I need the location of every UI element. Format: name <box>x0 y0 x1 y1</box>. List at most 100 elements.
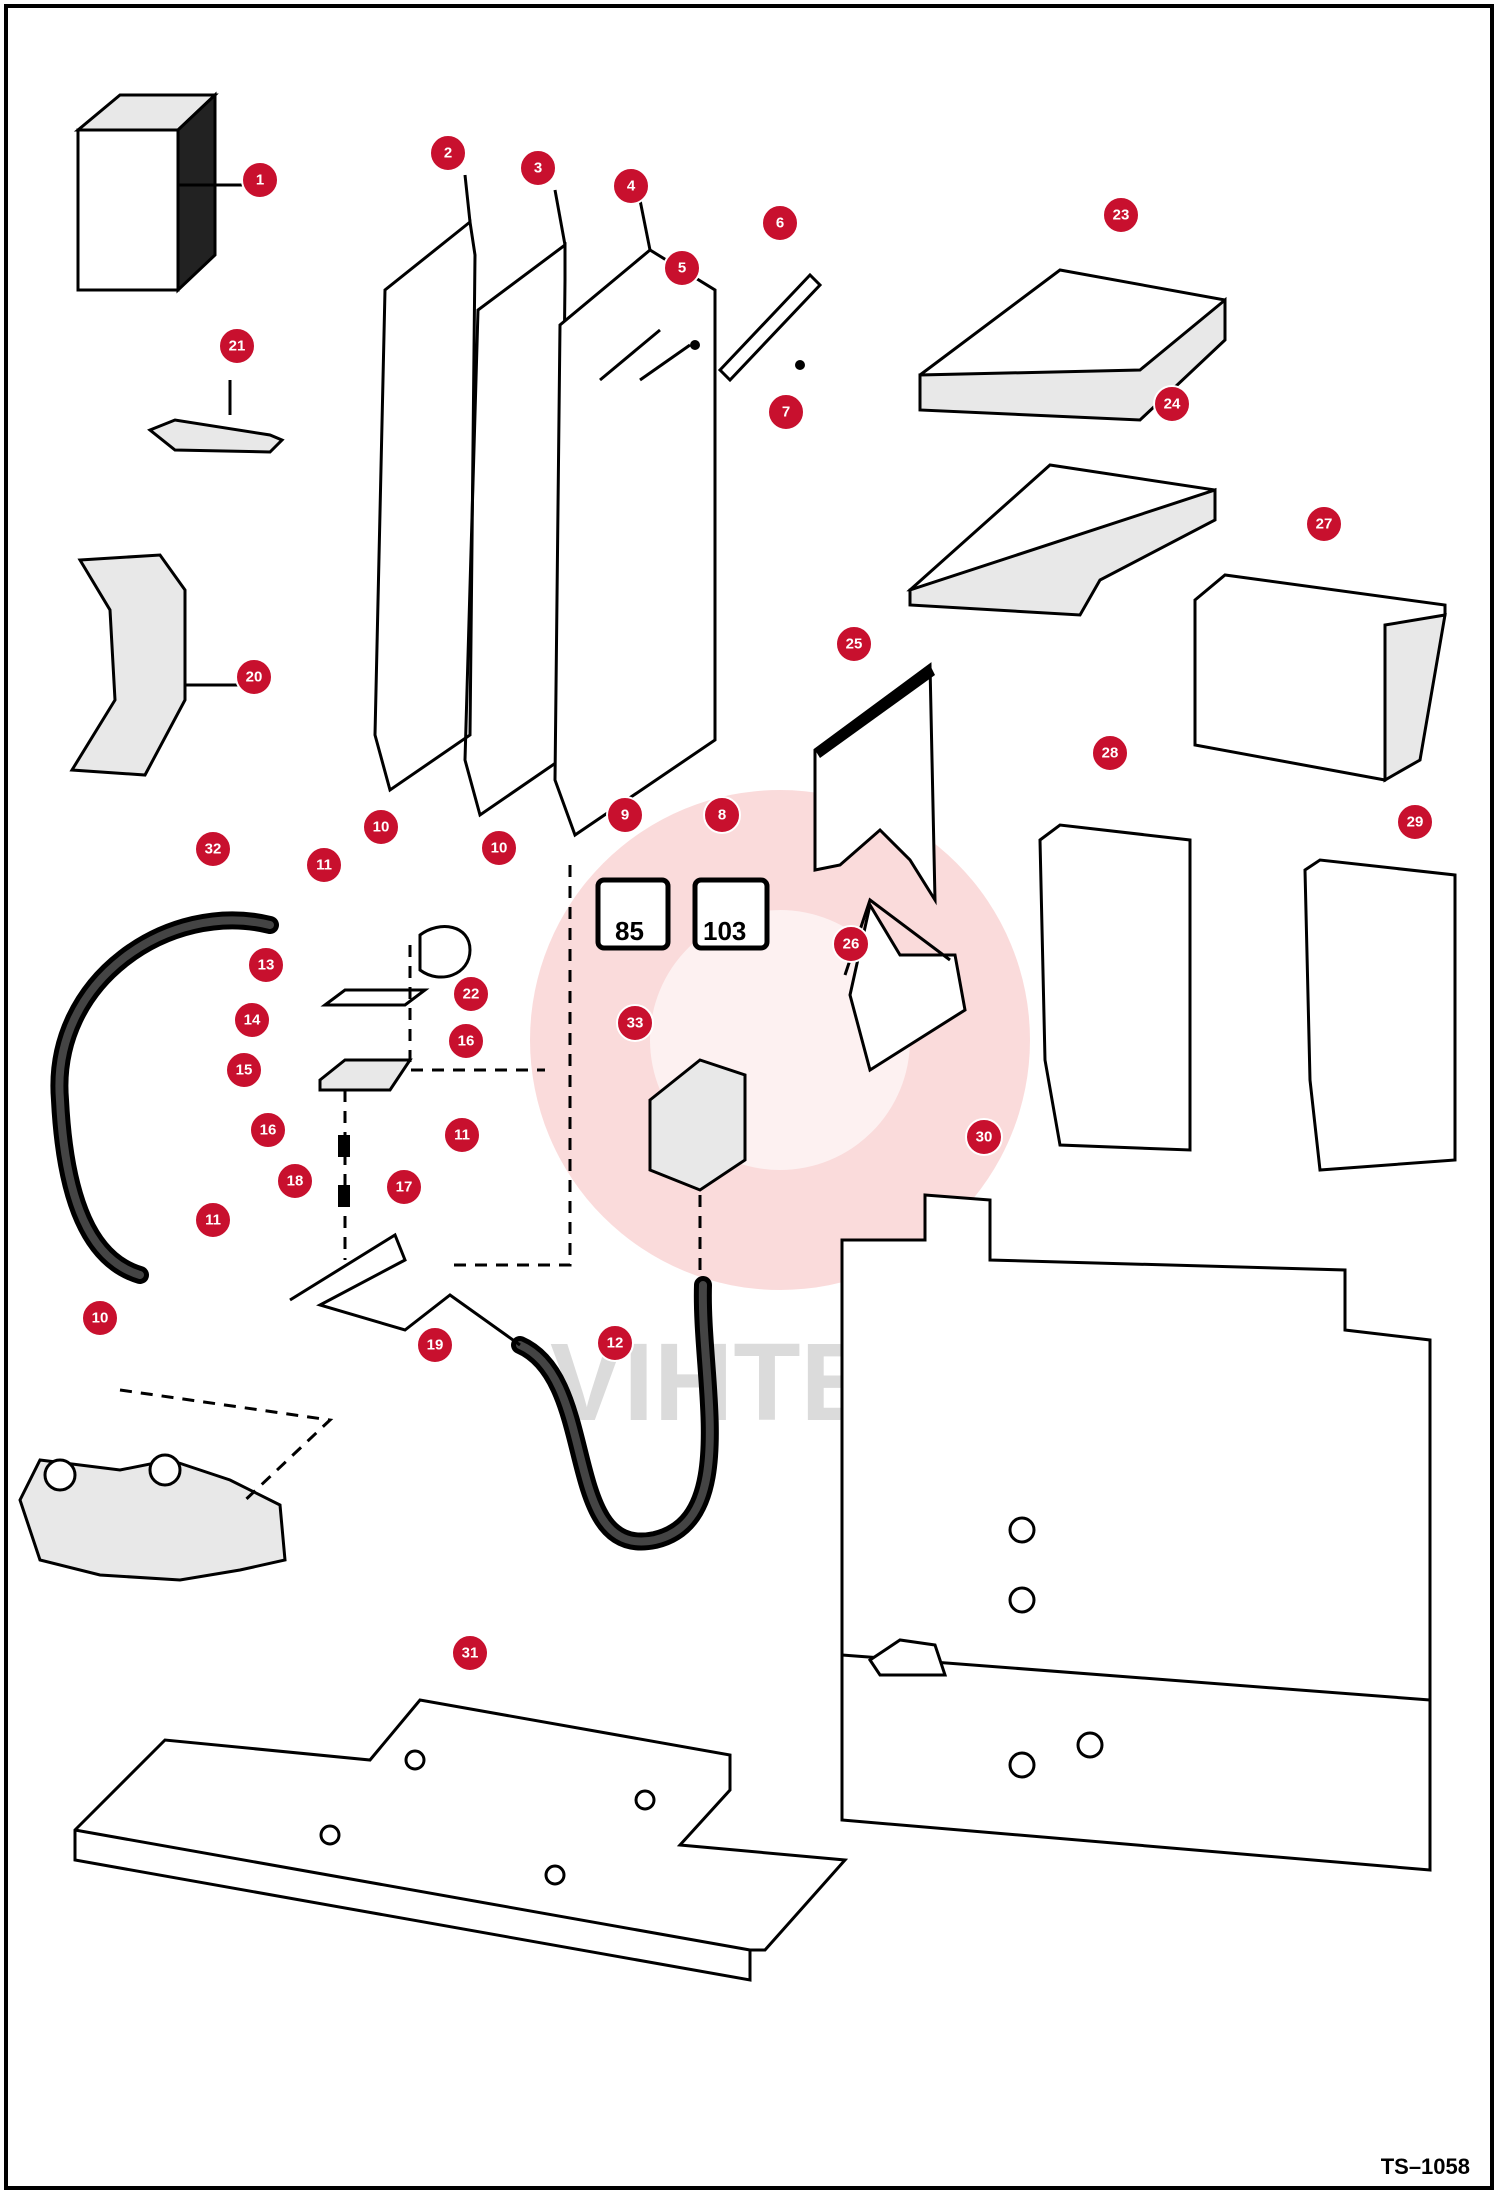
callout-3: 3 <box>519 149 557 187</box>
svg-text:5: 5 <box>678 260 686 277</box>
callout-28: 28 <box>1091 734 1129 772</box>
part-1-filter <box>73 91 245 294</box>
callout-30: 30 <box>965 1118 1003 1156</box>
svg-text:9: 9 <box>621 807 629 824</box>
callout-10-c: 10 <box>81 1299 119 1337</box>
svg-text:15: 15 <box>236 1062 253 1079</box>
part-29-panel <box>1303 858 1457 1172</box>
svg-text:16: 16 <box>458 1033 475 1050</box>
svg-text:4: 4 <box>627 178 636 195</box>
callout-20: 20 <box>235 658 273 696</box>
part-25-panel <box>813 662 937 906</box>
part-2-seal <box>373 174 477 793</box>
callout-11-c: 11 <box>194 1201 232 1239</box>
svg-text:31: 31 <box>462 1645 479 1662</box>
decal-9: 85 <box>595 877 671 951</box>
part-21-tube <box>147 380 285 454</box>
svg-text:22: 22 <box>463 986 480 1003</box>
svg-text:23: 23 <box>1113 207 1130 224</box>
part-30-panel <box>840 1193 1432 1872</box>
callout-12: 12 <box>596 1324 634 1362</box>
part-6-bracket <box>690 272 823 383</box>
callout-1: 1 <box>241 161 279 199</box>
svg-text:16: 16 <box>260 1122 277 1139</box>
svg-text:6: 6 <box>776 215 784 232</box>
svg-text:11: 11 <box>205 1212 221 1229</box>
part-12-hose <box>511 1276 719 1551</box>
svg-text:24: 24 <box>1164 396 1181 413</box>
callout-11-a: 11 <box>305 846 343 884</box>
callout-19: 19 <box>416 1326 454 1364</box>
svg-text:2: 2 <box>444 145 452 162</box>
part-4-glass <box>553 199 717 838</box>
callout-13: 13 <box>247 946 285 984</box>
callout-16-a: 16 <box>447 1022 485 1060</box>
part-3-seal <box>463 189 567 818</box>
callout-33: 33 <box>616 1004 654 1042</box>
callout-2: 2 <box>429 134 467 172</box>
svg-text:1: 1 <box>256 172 264 189</box>
callout-29: 29 <box>1396 803 1434 841</box>
control-valve <box>648 1058 747 1270</box>
svg-text:27: 27 <box>1316 516 1333 533</box>
svg-text:20: 20 <box>246 669 263 686</box>
part-24-pad <box>906 463 1217 617</box>
callout-6: 6 <box>761 204 799 242</box>
svg-text:25: 25 <box>846 636 863 653</box>
svg-text:7: 7 <box>782 404 790 421</box>
svg-text:28: 28 <box>1102 745 1119 762</box>
callout-31: 31 <box>451 1634 489 1672</box>
callout-22: 22 <box>452 975 490 1013</box>
part-19-tube <box>289 1232 521 1347</box>
svg-text:10: 10 <box>491 840 508 857</box>
callout-23: 23 <box>1102 196 1140 234</box>
svg-text:18: 18 <box>287 1173 304 1190</box>
callout-25: 25 <box>835 625 873 663</box>
svg-text:30: 30 <box>976 1129 993 1146</box>
svg-text:8: 8 <box>718 807 726 824</box>
part-23-pad <box>918 268 1227 422</box>
svg-text:11: 11 <box>316 857 332 874</box>
part-31-plate <box>73 1698 849 1982</box>
svg-text:10: 10 <box>92 1310 109 1327</box>
svg-text:3: 3 <box>534 160 542 177</box>
callout-17: 17 <box>385 1168 423 1206</box>
callout-18: 18 <box>276 1162 314 1200</box>
callout-24: 24 <box>1153 385 1191 423</box>
callout-11-b: 11 <box>443 1116 481 1154</box>
decal-8-label: 103 <box>703 916 746 946</box>
svg-text:10: 10 <box>373 819 390 836</box>
svg-text:33: 33 <box>627 1015 644 1032</box>
svg-text:11: 11 <box>454 1127 470 1144</box>
callout-10-b: 10 <box>480 829 518 867</box>
part-32-hose <box>50 911 279 1284</box>
svg-text:13: 13 <box>258 957 275 974</box>
callout-16-b: 16 <box>249 1111 287 1149</box>
callout-5: 5 <box>663 249 701 287</box>
callout-27: 27 <box>1305 505 1343 543</box>
svg-text:17: 17 <box>396 1179 413 1196</box>
svg-text:14: 14 <box>244 1012 261 1029</box>
callout-32: 32 <box>194 830 232 868</box>
page-border <box>4 4 1494 2190</box>
svg-text:19: 19 <box>427 1337 444 1354</box>
callout-7: 7 <box>767 393 805 431</box>
part-28-panel <box>1038 823 1192 1152</box>
hydraulic-pump <box>18 1453 287 1582</box>
part-27-panel <box>1193 573 1447 783</box>
callout-15: 15 <box>225 1051 263 1089</box>
decal-9-label: 85 <box>615 916 644 946</box>
decal-8: 103 <box>692 877 770 951</box>
drawing-number: TS–1058 <box>1380 2154 1470 2179</box>
callout-4: 4 <box>612 167 650 205</box>
svg-text:26: 26 <box>843 936 860 953</box>
svg-text:21: 21 <box>229 338 246 355</box>
svg-text:12: 12 <box>607 1335 624 1352</box>
svg-text:32: 32 <box>205 841 222 858</box>
callout-8: 8 <box>703 796 741 834</box>
callout-14: 14 <box>233 1001 271 1039</box>
callout-10-a: 10 <box>362 808 400 846</box>
callout-9: 9 <box>606 796 644 834</box>
